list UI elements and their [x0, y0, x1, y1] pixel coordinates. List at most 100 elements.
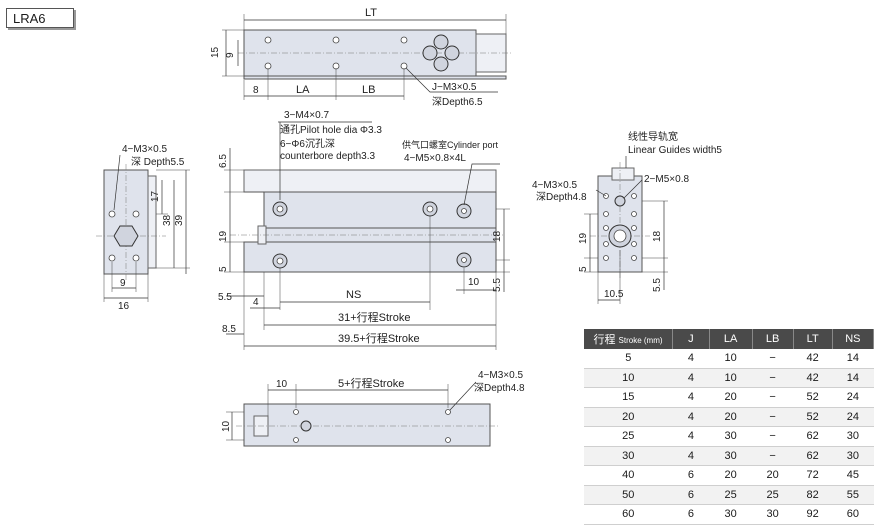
dim-5-right: 5: [578, 266, 589, 272]
cell: 62: [793, 426, 833, 447]
dim-19-right: 19: [578, 232, 589, 244]
cell: 42: [793, 368, 833, 388]
cell: 6: [672, 485, 710, 505]
dim-ns: NS: [346, 289, 361, 301]
counterbore-count: 6−Φ6沉孔深: [280, 137, 335, 150]
cell: 10: [709, 349, 753, 369]
header-stroke: 行程 Stroke (mm): [584, 329, 674, 349]
cylinder-port-label: 供气口螺室Cylinder port: [402, 139, 499, 150]
dim-39-5-stroke: 39.5+行程Stroke: [338, 332, 420, 345]
cell: 4: [672, 349, 710, 369]
side-view-left: 4−M3×0.5 深 Depth5.5 17 38 39 9 16: [96, 144, 190, 312]
cell: 60: [584, 504, 673, 525]
left-side-flange: [147, 175, 157, 269]
cell: 92: [793, 504, 833, 525]
cell: 30: [709, 446, 753, 466]
dim-10-bottom: 10: [276, 379, 288, 390]
front-top-plate: [243, 169, 497, 193]
cell: 25: [584, 426, 673, 447]
cell: 45: [832, 465, 874, 486]
cell: 72: [793, 465, 833, 486]
cell: 4: [672, 407, 710, 427]
cell: 40: [584, 465, 673, 486]
top-hole: [332, 36, 340, 44]
tap-depth-top: 深Depth6.5: [432, 96, 483, 108]
bottom-hole: [445, 437, 451, 443]
cell: 24: [832, 387, 874, 408]
cell: 30: [709, 426, 753, 447]
cell: −: [752, 387, 794, 408]
cell: 10: [709, 368, 753, 388]
cell: 30: [584, 446, 673, 466]
header-lt: LT: [793, 329, 833, 349]
guide-label-cn: 线性导轨宽: [628, 130, 678, 143]
cell: 42: [793, 349, 833, 369]
dim-9-left: 9: [120, 278, 126, 289]
right-hole: [603, 241, 609, 247]
bottom-view-body: [243, 403, 491, 447]
header-lb: LB: [752, 329, 794, 349]
right-hole: [603, 225, 609, 231]
cell: −: [752, 446, 794, 466]
cell: 60: [832, 504, 874, 525]
pilot-hole-note: 通孔Pilot hole dia Φ3.3: [280, 124, 382, 136]
cell: 6: [672, 504, 710, 525]
cell: −: [752, 349, 794, 369]
header-ns: NS: [832, 329, 874, 349]
cylinder-port-bore: [461, 208, 467, 214]
top-view-rail: [243, 75, 507, 80]
right-hole: [631, 241, 637, 247]
cell: 14: [832, 368, 874, 388]
header-la: LA: [709, 329, 753, 349]
dim-10-bottom-h: 10: [221, 420, 232, 432]
bottom-tap-depth: 深Depth4.8: [474, 382, 525, 394]
bottom-hole: [445, 409, 451, 415]
top-hole: [264, 36, 272, 44]
cell: 30: [752, 504, 794, 525]
dim-6-5: 6.5: [218, 154, 229, 168]
cell: 30: [832, 446, 874, 466]
left-tap-note: 4−M3×0.5: [122, 144, 167, 155]
cell: 4: [672, 446, 710, 466]
dim-16: 16: [118, 301, 130, 312]
right-hole: [603, 211, 609, 217]
cell: 6: [672, 465, 710, 486]
pilot-hole: [276, 205, 284, 213]
left-tap-depth: 深 Depth5.5: [131, 156, 185, 168]
dim-5-5-right: 5.5: [492, 278, 503, 292]
model-label: LRA6: [6, 8, 74, 28]
cell: 52: [793, 407, 833, 427]
cell: 30: [709, 504, 753, 525]
right-tap-depth: 深Depth4.8: [536, 191, 587, 203]
guide-label: Linear Guides width5: [628, 145, 722, 156]
cylinder-port-spec: 4−M5×0.8×4L: [404, 153, 466, 164]
dim-31-stroke: 31+行程Stroke: [338, 311, 410, 324]
tap-note-top: J−M3×0.5: [432, 82, 477, 93]
cell: 5: [584, 349, 673, 369]
bottom-view: 10 5+行程Stroke 4−M3×0.5 深Depth4.8 10: [221, 370, 525, 447]
dim-17: 17: [150, 190, 161, 202]
right-hole: [631, 211, 637, 217]
port-boss: [444, 45, 460, 61]
side-hole: [132, 210, 140, 218]
dim-19-front: 19: [218, 230, 229, 242]
cell: 15: [584, 387, 673, 408]
dim-5-5-left: 5.5: [218, 292, 232, 303]
m5-port: [614, 195, 626, 207]
cell: 82: [793, 485, 833, 505]
pilot-hole: [276, 257, 284, 265]
cell: 24: [832, 407, 874, 427]
dim-5-front: 5: [218, 266, 229, 272]
pilot-hole: [426, 205, 434, 213]
bottom-hole: [293, 437, 299, 443]
spec-table-header: 行程 Stroke (mm) J LA LB LT NS: [584, 329, 874, 349]
cell: −: [752, 426, 794, 447]
port-boss: [422, 45, 438, 61]
